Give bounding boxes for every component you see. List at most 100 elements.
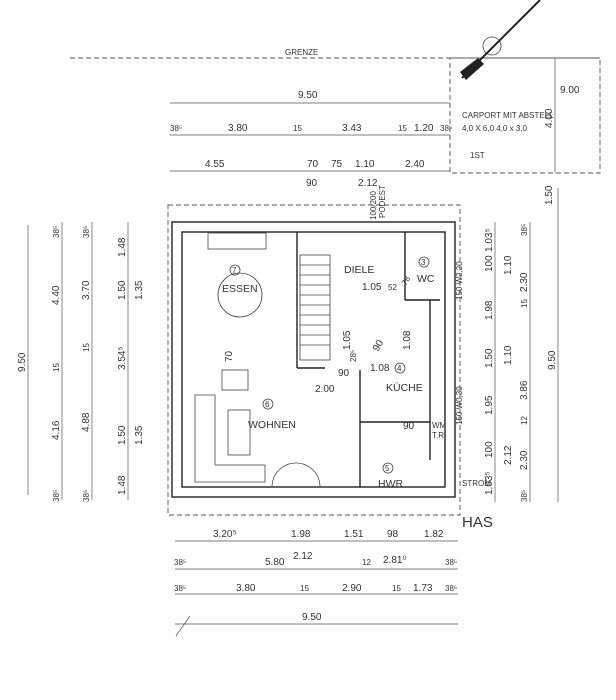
dim-label: 1.10 xyxy=(503,255,514,275)
dim-label: 1.98 xyxy=(291,529,311,540)
dim-label: 38⁵ xyxy=(52,226,61,238)
room-number: 5 xyxy=(385,464,390,473)
dim-label: 1.48 xyxy=(117,237,128,257)
interior-dim: 70 xyxy=(224,350,235,362)
carport-depth-dim: 4.00 xyxy=(544,108,555,128)
dim-label: 3.43 xyxy=(342,123,362,134)
interior-dim: 90 xyxy=(338,368,350,379)
dryer-label: T.R. xyxy=(432,431,446,440)
dim-label: 90 xyxy=(306,178,318,189)
dim-label: 1.10 xyxy=(503,345,514,365)
dim-label: 2.12 xyxy=(293,551,313,562)
dim-label: 4.88 xyxy=(81,412,92,432)
room-wc: 3 WC xyxy=(417,256,435,285)
interior-dim: 52 xyxy=(388,283,397,292)
dim-label: 1.50 xyxy=(484,348,495,368)
dim-label: 12 xyxy=(520,416,529,425)
dim-label: 2.12 xyxy=(503,445,514,465)
dim-label: 38⁵ xyxy=(82,490,91,502)
interior-dim: 2.00 xyxy=(315,384,335,395)
carport-outline xyxy=(449,57,601,174)
dim-label: 1.35 xyxy=(134,280,145,300)
dim-label: 38⁵ xyxy=(52,490,61,502)
window-label-kitchen: 150 W0,30 xyxy=(455,386,464,425)
dim-label: 38⁵ xyxy=(445,584,457,593)
dim-label: 75 xyxy=(331,159,343,170)
dim-label: 4.16 xyxy=(51,420,62,440)
dim-label: 1.03⁵ xyxy=(484,228,495,252)
dim-top-total: 9.50 xyxy=(298,90,318,101)
dim-label: 1.03⁵ xyxy=(484,471,495,495)
dim-label: 5.80 xyxy=(265,557,285,568)
dim-bottom-total: 9.50 xyxy=(302,612,322,623)
interior-dim: 1.05 xyxy=(342,330,353,350)
dim-label: 15 xyxy=(82,343,91,352)
dim-label: 2.12 xyxy=(358,178,378,189)
dim-label: 15 xyxy=(300,584,309,593)
boundary-label: GRENZE xyxy=(285,48,318,57)
dim-label: 1.51 xyxy=(344,529,364,540)
north-arrow-icon xyxy=(460,0,541,80)
dim-label: 3.80 xyxy=(228,123,248,134)
staircase xyxy=(299,254,331,361)
house-connection-label: HAS xyxy=(462,514,493,531)
interior-dim: 1.08 xyxy=(370,363,390,374)
sofa xyxy=(194,369,266,483)
interior-dim: 90 xyxy=(371,338,386,354)
dim-label: 1.73 xyxy=(413,583,433,594)
dim-label: 1.98 xyxy=(484,300,495,320)
window-label-wc: 150 W2,20 xyxy=(455,261,464,300)
dim-label: 12 xyxy=(362,558,371,567)
room-name: HWR xyxy=(378,478,403,490)
dim-label: 38⁵ xyxy=(174,584,186,593)
walls xyxy=(171,221,456,498)
podest-size: 100/200 xyxy=(369,191,378,220)
dim-label: 100 xyxy=(484,255,495,272)
dim-label: 4.40 xyxy=(51,285,62,305)
dim-label: 38⁵ xyxy=(440,124,452,133)
interior-dim: 28⁵ xyxy=(349,350,358,362)
room-name: ESSEN xyxy=(222,283,258,295)
dim-label: 1.82 xyxy=(424,529,444,540)
washing-machine-label: WM xyxy=(432,421,447,430)
room-number: 3 xyxy=(421,258,426,267)
room-number: 7 xyxy=(232,266,237,275)
dim-label: 2.81⁰ xyxy=(383,555,406,566)
dim-label: 2.40 xyxy=(405,159,425,170)
dim-label: 1.35 xyxy=(134,425,145,445)
interior-dim: 78 xyxy=(400,274,413,287)
carport-title: CARPORT MIT ABSTELL xyxy=(462,111,554,120)
power-label: STROM xyxy=(462,479,491,488)
dim-label: 15 xyxy=(293,124,302,133)
dim-label: 1.50 xyxy=(117,280,128,300)
room-wohnen: 6 WOHNEN xyxy=(248,398,296,431)
dim-label: 2.30 xyxy=(519,450,530,470)
dim-label: 1.20 xyxy=(414,123,434,134)
dim-label: 3.20⁵ xyxy=(213,529,237,540)
dim-label: 70 xyxy=(307,159,319,170)
carport-offset-dim: 1.50 xyxy=(544,185,555,205)
room-kueche: 4 KÜCHE xyxy=(386,362,423,394)
dim-label: 15 xyxy=(398,124,407,133)
interior-dim: 1.08 xyxy=(402,330,413,350)
dim-label: 4.55 xyxy=(205,159,225,170)
dim-label: 15 xyxy=(392,584,401,593)
carport-width-dim: 9.00 xyxy=(560,85,580,96)
dim-label: 38⁵ xyxy=(520,224,529,236)
room-number: 4 xyxy=(397,364,402,373)
dim-label: 3.80 xyxy=(236,583,256,594)
dim-label: 38⁵ xyxy=(170,124,182,133)
dim-tick xyxy=(175,615,191,637)
dim-label: 3.70 xyxy=(81,280,92,300)
room-essen: 7 ESSEN xyxy=(222,264,258,295)
dim-label: 15 xyxy=(52,363,61,372)
dim-label: 1.10 xyxy=(355,159,375,170)
building-outline-dashed xyxy=(167,204,461,516)
dim-left-total: 9.50 xyxy=(17,352,28,372)
room-hwr: 5 HWR xyxy=(378,462,403,490)
dim-label: 1.48 xyxy=(117,475,128,495)
entrance-door xyxy=(271,462,321,488)
room-number: 6 xyxy=(265,400,270,409)
dim-right-total: 9.50 xyxy=(547,350,558,370)
dining-table xyxy=(207,232,267,318)
